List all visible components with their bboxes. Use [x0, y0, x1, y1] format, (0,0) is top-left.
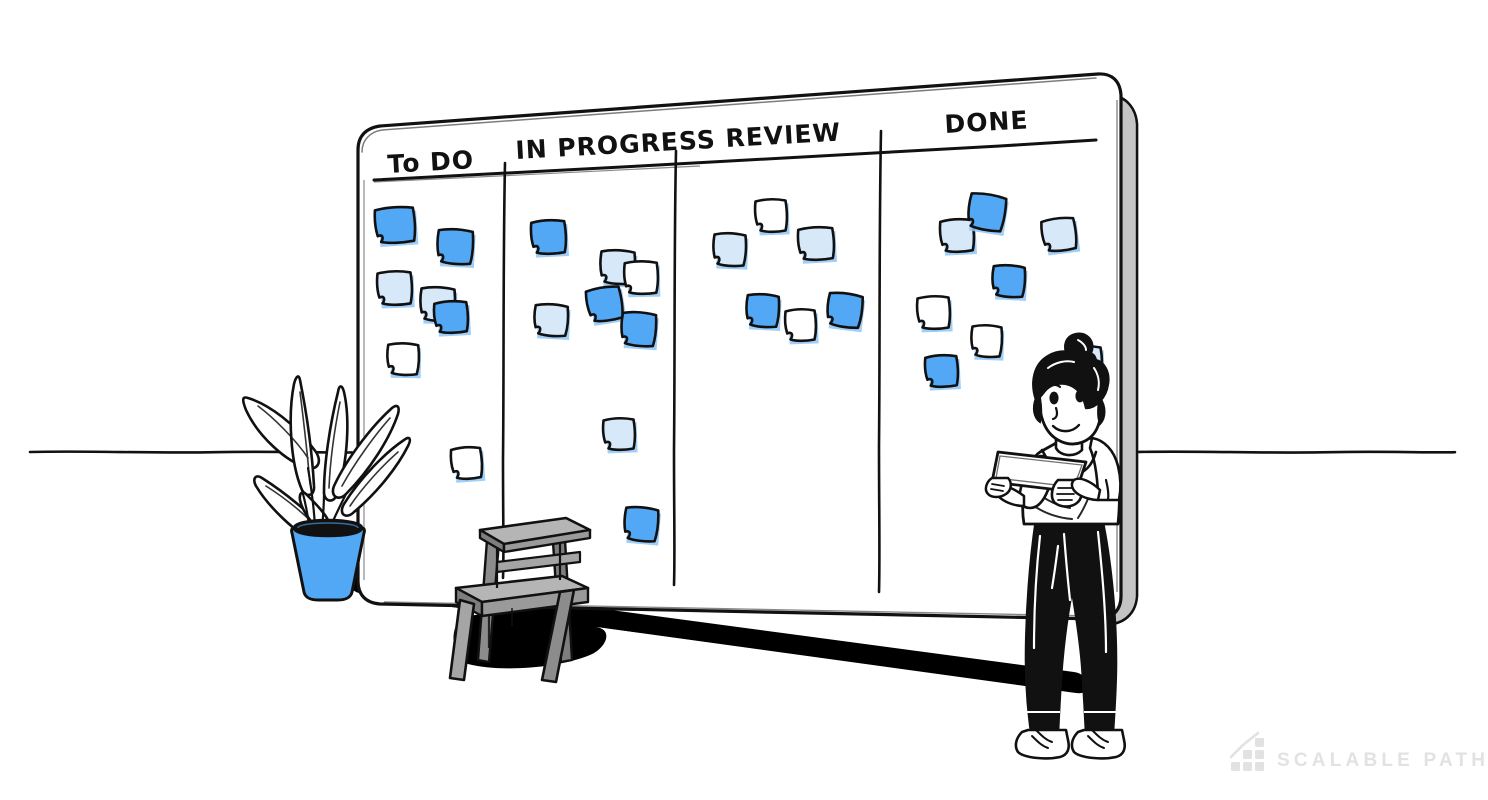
- sticky-note[interactable]: [584, 284, 627, 326]
- sticky-note-body: [373, 205, 417, 245]
- sticky-note[interactable]: [623, 505, 662, 546]
- sticky-note[interactable]: [825, 291, 866, 333]
- sticky-note-body: [915, 295, 952, 331]
- sticky-note[interactable]: [386, 342, 422, 379]
- sticky-note[interactable]: [375, 270, 415, 309]
- sticky-note[interactable]: [373, 205, 419, 248]
- sticky-note-body: [375, 270, 414, 307]
- sticky-note-body: [923, 353, 960, 389]
- header-divider: [372, 138, 1098, 183]
- person-with-tablet: [984, 332, 1127, 760]
- sticky-note[interactable]: [753, 198, 790, 236]
- sticky-note-body: [826, 291, 865, 330]
- sticky-note-body: [745, 292, 781, 329]
- sticky-note[interactable]: [529, 218, 570, 258]
- sticky-note[interactable]: [449, 445, 486, 483]
- scalable-path-watermark: SCALABLE PATH: [1229, 731, 1488, 771]
- sticky-note[interactable]: [620, 310, 659, 351]
- sticky-note[interactable]: [1040, 216, 1081, 256]
- sticky-note-body: [753, 198, 789, 234]
- sticky-note[interactable]: [601, 417, 638, 454]
- sticky-note[interactable]: [745, 292, 782, 331]
- watermark-label: SCALABLE PATH: [1277, 750, 1488, 771]
- sticky-note-body: [386, 342, 421, 377]
- sticky-note[interactable]: [622, 260, 661, 298]
- sticky-note-body: [623, 505, 660, 543]
- sticky-note-body: [601, 417, 637, 452]
- sticky-note[interactable]: [965, 192, 1009, 236]
- sticky-note[interactable]: [712, 231, 749, 270]
- sticky-note[interactable]: [991, 263, 1028, 301]
- sticky-note-body: [622, 260, 660, 296]
- sticky-note[interactable]: [923, 353, 961, 391]
- sticky-note-body: [584, 285, 624, 323]
- column-header-review: REVIEW: [725, 118, 842, 153]
- step-stool: [448, 516, 592, 684]
- sticky-note[interactable]: [970, 323, 1005, 361]
- column-header-todo: To DO: [387, 145, 475, 179]
- kanban-whiteboard[interactable]: To DO IN PROGRESS REVIEW DONE: [356, 72, 1139, 626]
- sticky-note[interactable]: [915, 295, 953, 333]
- sticky-note[interactable]: [436, 227, 476, 269]
- column-header-done: DONE: [944, 105, 1030, 139]
- sticky-note-body: [970, 323, 1004, 359]
- horizon-line: [28, 450, 1457, 454]
- sticky-note[interactable]: [783, 308, 819, 345]
- sticky-note-body: [712, 231, 748, 268]
- sticky-note-body: [991, 263, 1027, 299]
- sticky-note-body: [1040, 216, 1078, 253]
- sticky-note-body: [436, 227, 475, 266]
- sticky-note-body: [783, 308, 818, 343]
- sticky-note-body: [529, 218, 568, 256]
- sticky-note-body: [449, 445, 484, 481]
- sticky-note[interactable]: [796, 225, 837, 264]
- sticky-note-body: [533, 302, 570, 338]
- sticky-note-body: [620, 310, 658, 348]
- sticky-note-body: [796, 225, 836, 262]
- sticky-note-body: [967, 192, 1008, 233]
- stepped-blocks-icon: [1229, 731, 1264, 771]
- potted-plant: [241, 375, 412, 602]
- sticky-note-body: [432, 299, 470, 335]
- sticky-note[interactable]: [432, 299, 471, 337]
- sticky-note[interactable]: [533, 302, 571, 340]
